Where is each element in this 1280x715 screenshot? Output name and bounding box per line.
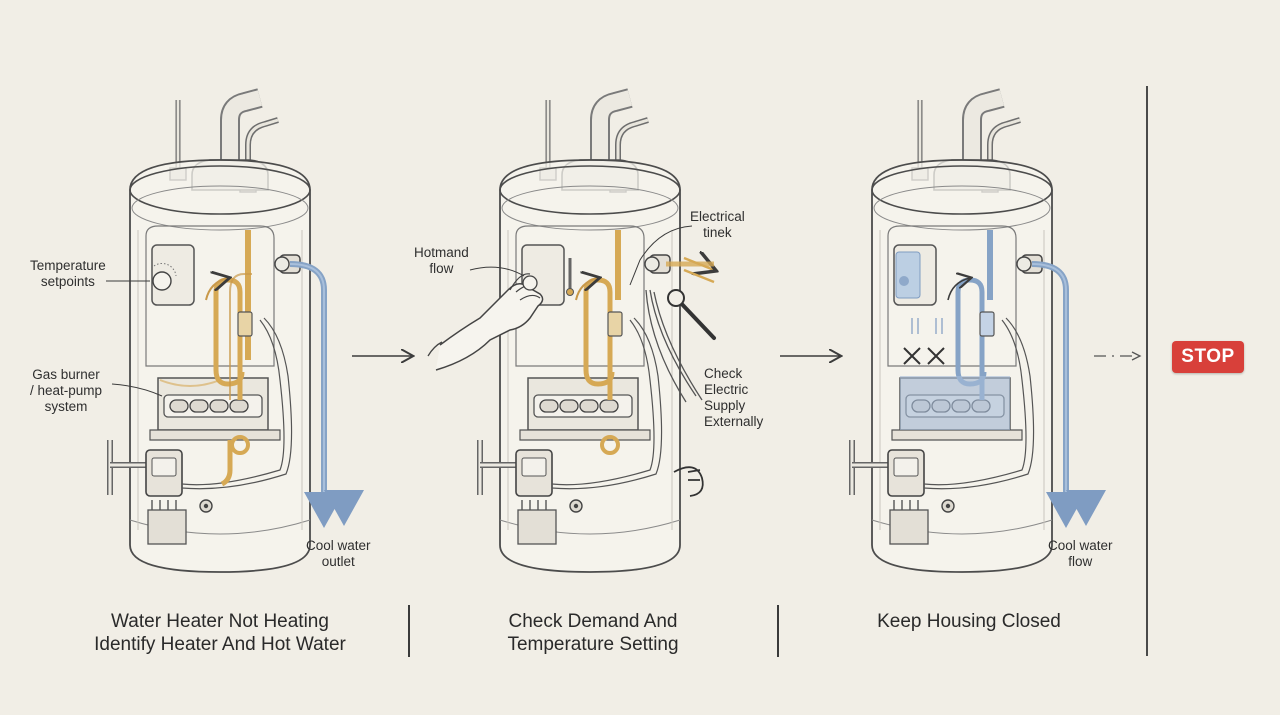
heater-panel-3 [852, 98, 1106, 572]
hotmand-flow-label: Hotmand flow [414, 245, 469, 276]
stop-divider [1146, 86, 1148, 656]
gas-burner-label: Gas burner / heat-pump system [30, 367, 103, 414]
caption-divider-1 [408, 605, 410, 657]
heater-panel-2 [427, 98, 714, 572]
caption-panel-3: Keep Housing Closed [877, 611, 1061, 632]
caption-divider-2 [777, 605, 779, 657]
caption-panel-2: Check Demand And Temperature Setting [507, 611, 679, 655]
check-electric-supply-label: Check Electric Supply Externally [704, 366, 764, 429]
stop-badge: STOP [1172, 341, 1244, 373]
temperature-setpoints-label: Temperature setpoints [30, 258, 106, 289]
caption-panel-1: Water Heater Not Heating Identify Heater… [94, 611, 346, 655]
cool-water-flow-label: Cool water flow [1048, 538, 1113, 569]
cool-water-outlet-label: Cool water outlet [306, 538, 371, 569]
heater-panel-1 [110, 98, 364, 572]
electrical-tinek-label: Electrical tinek [690, 209, 745, 240]
